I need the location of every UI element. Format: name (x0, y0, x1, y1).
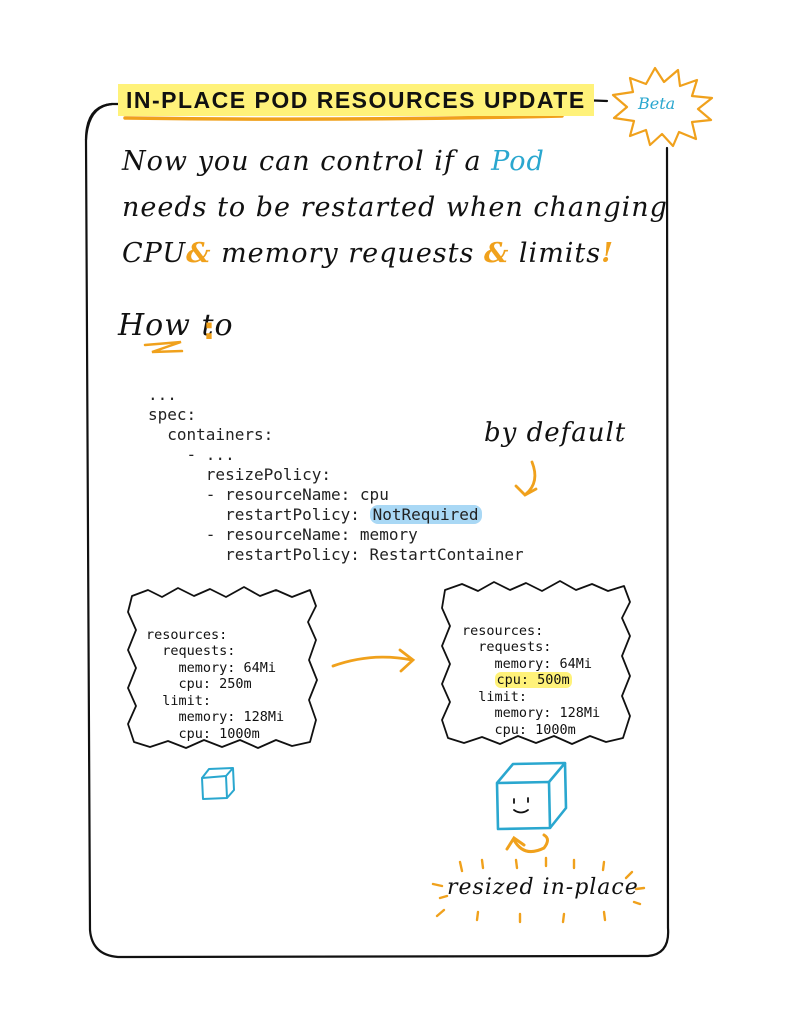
smiling-cube-icon (495, 761, 568, 831)
transition-arrowhead (398, 648, 416, 673)
notrequired-highlight: NotRequired (369, 505, 482, 524)
rotate-arrowhead (505, 835, 526, 851)
beta-starburst (611, 66, 714, 148)
exclamation-mark: ! (601, 238, 614, 269)
pod-word: Pod (491, 146, 545, 177)
box-line: resources: (462, 622, 544, 639)
resized-in-place-caption: resized in-place (447, 875, 639, 900)
box-line: cpu: 500m (462, 672, 600, 689)
code-line: - ... (148, 445, 235, 464)
box-line: limit: (462, 688, 528, 705)
after-resources-box: resources: requests: memory: 64Mi cpu: 5… (462, 606, 600, 755)
code-line: restartPolicy: NotRequired (148, 505, 524, 525)
intro-line-3: CPU& memory requests & limits! (122, 238, 614, 269)
small-cube-icon (201, 767, 235, 800)
howto-colon: : (203, 312, 215, 347)
box-line: limit: (146, 692, 212, 709)
before-resources-box: resources: requests: memory: 64Mi cpu: 2… (146, 610, 284, 759)
box-line: memory: 64Mi (146, 659, 277, 676)
after-box-border (441, 580, 631, 745)
box-line: requests: (462, 639, 552, 655)
transition-arrow (331, 655, 414, 668)
code-line: ... (148, 385, 177, 404)
cpu-word: CPU (122, 238, 187, 269)
page-title: IN-PLACE POD RESOURCES UPDATE (118, 84, 594, 116)
limits-text: limits (509, 238, 602, 269)
box-line: memory: 128Mi (146, 709, 285, 725)
code-line: resizePolicy: (148, 465, 332, 484)
frame-top-left (84, 102, 118, 141)
box-line: cpu: 250m (146, 676, 252, 692)
intro-text: Now you can control if a (122, 146, 492, 177)
rotate-arrow (512, 833, 549, 854)
cpu-500m-highlight: cpu: 500m (494, 672, 572, 688)
beta-badge: Beta (638, 94, 676, 113)
box-line: cpu: 1000m (462, 721, 576, 738)
box-line: resources: (146, 626, 228, 643)
code-line: - resourceName: cpu (148, 485, 389, 504)
code-line: spec: (148, 405, 197, 424)
box-line: memory: 64Mi (462, 655, 593, 672)
restart-policy-key: restartPolicy: (148, 505, 370, 524)
ampersand-2: & (483, 238, 510, 269)
intro-line-1: Now you can control if a Pod (122, 146, 545, 177)
caption-sparkles (431, 856, 646, 924)
cube-face (513, 797, 529, 814)
ampersand-1: & (186, 238, 212, 269)
intro-line-2: needs to be restarted when changing (122, 192, 668, 223)
memory-requests-text: memory requests (211, 238, 484, 269)
box-line: requests: (146, 643, 236, 659)
howto-heading: How to (118, 308, 234, 343)
bydefault-arrowhead (514, 484, 538, 497)
code-line: - resourceName: memory (148, 525, 418, 544)
box-line: cpu: 1000m (146, 725, 260, 742)
title-underline (123, 114, 564, 121)
by-default-annotation: by default (484, 418, 627, 448)
yaml-snippet: ...spec: containers: - ... resizePolicy:… (148, 365, 524, 585)
howto-underline (143, 340, 184, 354)
code-line: containers: (148, 425, 274, 444)
code-line: restartPolicy: RestartContainer (148, 545, 524, 564)
box-line: memory: 128Mi (462, 705, 601, 721)
before-box-border (127, 586, 318, 749)
